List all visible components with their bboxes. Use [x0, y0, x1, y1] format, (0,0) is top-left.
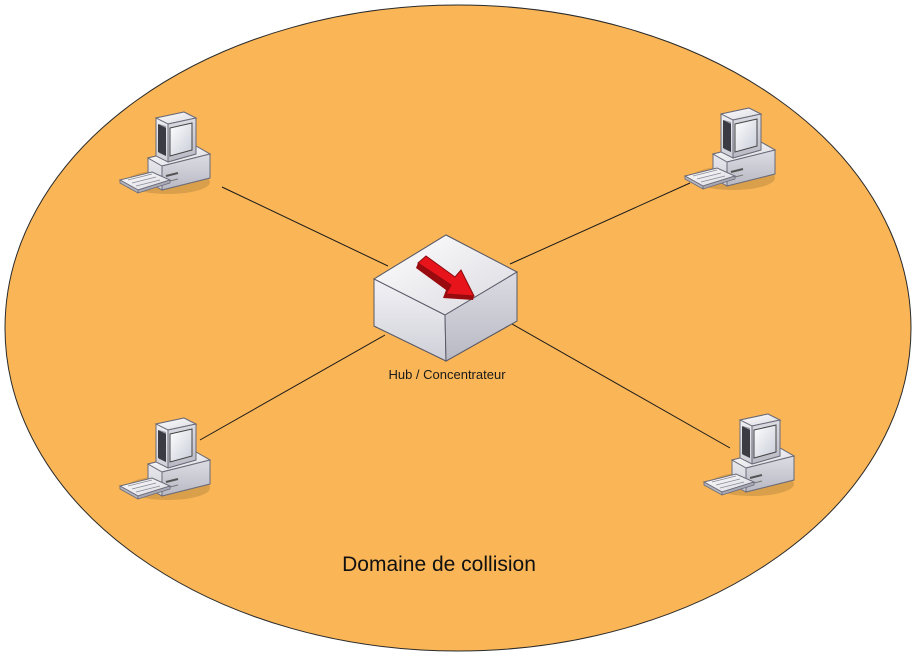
- link-top-right: [509, 182, 691, 265]
- collision-domain-label: Domaine de collision: [342, 553, 536, 576]
- link-bottom-right: [504, 319, 731, 449]
- hub-label: Hub / Concentrateur: [388, 367, 506, 382]
- link-bottom-left: [199, 334, 386, 441]
- hub-icon: [372, 234, 519, 362]
- link-top-left: [221, 186, 389, 267]
